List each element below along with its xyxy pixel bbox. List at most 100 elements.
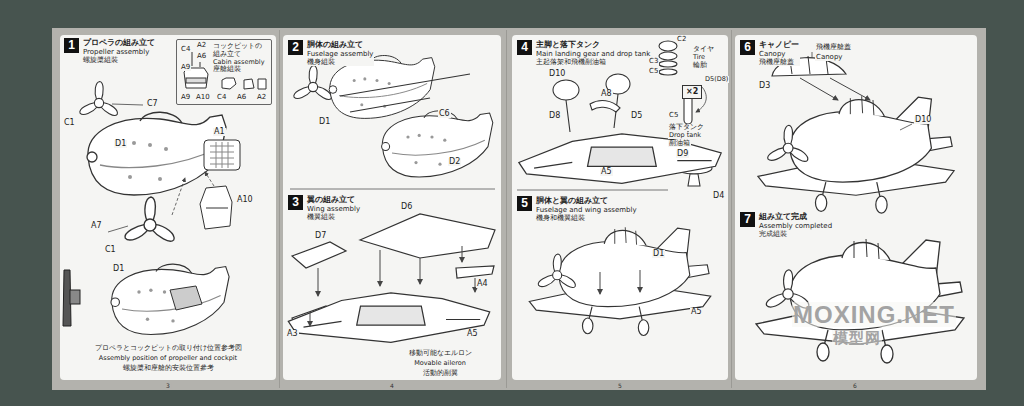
step-title: Propeller assembly bbox=[82, 48, 156, 56]
part-number: D1 bbox=[652, 250, 665, 258]
part-number: D5 bbox=[630, 112, 643, 120]
part-number: D2 bbox=[448, 158, 461, 166]
part-number: C3 bbox=[648, 58, 659, 65]
part-number: D8 bbox=[548, 112, 561, 120]
step-heading: 5胴体と翼の組み立てFuselage and wing assembly機身和機… bbox=[517, 196, 638, 222]
part-number: A5 bbox=[690, 308, 703, 316]
part-number: A2 bbox=[196, 42, 207, 49]
step-title: 完成組裝 bbox=[758, 230, 833, 238]
step-title: Main landing gear and drop tank bbox=[535, 50, 651, 58]
part-number: Tire bbox=[692, 54, 706, 61]
step-title: Canopy bbox=[758, 50, 800, 58]
panels bbox=[60, 35, 977, 380]
step-title: 主脚と落下タンク bbox=[535, 40, 651, 50]
inset-title: Cabin assembly bbox=[213, 59, 268, 67]
part-number: C2 bbox=[676, 36, 687, 43]
step-heading: 1プロペラの組み立てPropeller assembly螺旋槳組裝 bbox=[64, 38, 156, 64]
panel3-art bbox=[517, 41, 721, 335]
step-heading: 6キャノピーCanopy飛機座艙蓋 bbox=[740, 40, 800, 66]
part-number: Drop tank bbox=[668, 132, 702, 139]
step-title: 機翼組裝 bbox=[306, 213, 361, 221]
step-heading: 2胴体の組み立てFuselage assembly機身組裝 bbox=[288, 40, 374, 66]
page-number: 4 bbox=[389, 383, 395, 389]
watermark: 模型网 bbox=[832, 330, 882, 346]
part-number: D1 bbox=[112, 265, 125, 273]
step-heading: 3翼の組み立てWing assembly機翼組裝 bbox=[288, 195, 361, 221]
part-number: D7 bbox=[314, 232, 327, 240]
inset-title: コックピットの組み立て bbox=[213, 43, 268, 59]
part-number: C1 bbox=[104, 246, 117, 254]
part-number: A5 bbox=[600, 168, 613, 176]
watermark: MOXING.NET bbox=[792, 302, 956, 327]
part-number: D6 bbox=[400, 203, 413, 211]
heading-column: プロペラの組み立てPropeller assembly螺旋槳組裝 bbox=[82, 38, 156, 64]
step-title: キャノピー bbox=[758, 40, 800, 50]
part-number: C5 bbox=[668, 112, 679, 119]
part-number: A6 bbox=[236, 94, 247, 101]
step-title: 機身和機翼組裝 bbox=[535, 214, 638, 222]
part-number: 飛機座艙蓋 bbox=[815, 44, 852, 51]
part-number: D4 bbox=[712, 192, 725, 200]
part-number: C4 bbox=[216, 94, 227, 101]
part-number: A1 bbox=[213, 128, 226, 136]
note-text: 活動的副翼 bbox=[422, 370, 459, 377]
part-number: D5(D8) bbox=[704, 76, 729, 83]
step-number: 1 bbox=[64, 38, 79, 53]
note-text: プロペラとコックピットの取り付け位置参考図 bbox=[94, 345, 243, 352]
part-number: A10 bbox=[195, 94, 211, 101]
step-heading: 4主脚と落下タンクMain landing gear and drop tank… bbox=[517, 40, 651, 66]
heading-column: 組み立て完成Assembly completed完成組裝 bbox=[758, 212, 833, 238]
step-number: 5 bbox=[517, 196, 532, 211]
part-number: A6 bbox=[196, 53, 207, 60]
heading-column: 翼の組み立てWing assembly機翼組裝 bbox=[306, 195, 361, 221]
note-text: Assembly position of propeller and cockp… bbox=[98, 355, 238, 362]
part-number: C7 bbox=[146, 100, 159, 108]
step-number: 4 bbox=[517, 40, 532, 55]
step-number: 3 bbox=[288, 195, 303, 210]
step-title: 機身組裝 bbox=[306, 58, 374, 66]
part-number: C5 bbox=[648, 68, 659, 75]
part-number: D9 bbox=[676, 150, 689, 158]
step-title: Assembly completed bbox=[758, 222, 833, 230]
step-title: Fuselage assembly bbox=[306, 50, 374, 58]
part-number: D1 bbox=[318, 118, 331, 126]
sheet bbox=[52, 28, 986, 390]
heading-column: 胴体の組み立てFuselage assembly機身組裝 bbox=[306, 40, 374, 66]
panel4-art bbox=[756, 52, 964, 363]
step-number: 7 bbox=[740, 212, 755, 227]
panel1-art bbox=[63, 52, 266, 335]
part-number: A5 bbox=[466, 330, 479, 338]
step-number: 2 bbox=[288, 40, 303, 55]
step-title: 翼の組み立て bbox=[306, 195, 361, 205]
part-number: A3 bbox=[286, 330, 299, 338]
note-text: 移動可能なエルロン bbox=[408, 350, 473, 357]
part-number: C1 bbox=[63, 119, 76, 127]
part-number: A9 bbox=[180, 94, 191, 101]
part-number: A4 bbox=[476, 280, 489, 288]
part-number: A10 bbox=[236, 196, 254, 204]
step-title: 胴体の組み立て bbox=[306, 40, 374, 50]
heading-column: キャノピーCanopy飛機座艙蓋 bbox=[758, 40, 800, 66]
step-title: 飛機座艙蓋 bbox=[758, 58, 800, 66]
part-number: D10 bbox=[914, 116, 932, 124]
part-number: A7 bbox=[90, 222, 103, 230]
part-number: A9 bbox=[180, 64, 191, 71]
part-number: タイヤ bbox=[692, 46, 715, 53]
panel2-art bbox=[288, 55, 495, 342]
part-number: A2 bbox=[256, 94, 267, 101]
step-title: 組み立て完成 bbox=[758, 212, 833, 222]
part-number: D10 bbox=[548, 70, 566, 78]
part-number: C4 bbox=[180, 46, 191, 53]
step-title: Wing assembly bbox=[306, 205, 361, 213]
inset-title: 座艙組裝 bbox=[213, 66, 268, 74]
heading-column: 主脚と落下タンクMain landing gear and drop tank主… bbox=[535, 40, 651, 66]
part-number: D3 bbox=[758, 82, 771, 90]
note-text: Movable aileron bbox=[413, 360, 467, 367]
page-number: 6 bbox=[852, 383, 858, 389]
note-text: 螺旋槳和座艙的安裝位置參考 bbox=[122, 365, 215, 372]
count-box: ×2 bbox=[682, 85, 702, 99]
step-title: 主起落架和飛機副油箱 bbox=[535, 58, 651, 66]
part-number: 副油箱 bbox=[668, 140, 691, 147]
